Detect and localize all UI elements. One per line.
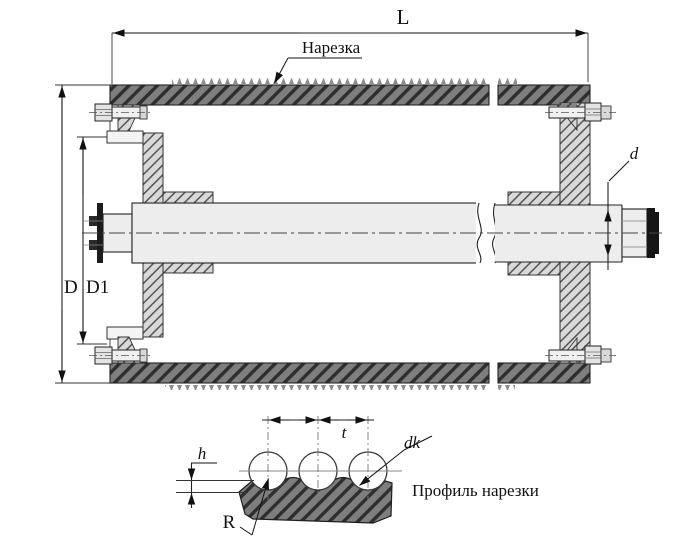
dimension-D: D — [55, 84, 110, 384]
rope-sections — [239, 416, 402, 500]
groove-profile-detail: t h dk R Профиль нарезки — [176, 416, 539, 536]
dimension-d: d — [604, 144, 639, 270]
drum-shell-bottom — [109, 362, 591, 390]
dimension-h: h — [176, 444, 254, 508]
dim-label-dk: dk — [404, 433, 421, 452]
dim-label-D1: D1 — [86, 277, 109, 298]
dim-label-D: D — [64, 277, 78, 298]
callout-R: R — [223, 478, 269, 536]
dim-label-h: h — [198, 444, 207, 463]
label-narezka: Нарезка — [302, 38, 361, 57]
knurling-teeth-bottom — [165, 383, 489, 390]
shaft-break-gap — [476, 201, 494, 265]
shaft-left-end-plate — [97, 203, 103, 263]
dim-label-t: t — [342, 423, 348, 442]
dim-label-d: d — [630, 144, 639, 163]
callout-dk: dk — [359, 433, 433, 486]
left-hub-flange-top — [162, 191, 214, 204]
left-bottom-bolt — [89, 336, 152, 365]
drum-shell-top — [109, 78, 591, 106]
dimension-L: L — [111, 5, 589, 84]
right-bottom-bolt — [545, 336, 616, 365]
callout-narezka: Нарезка — [274, 38, 362, 84]
bolt-head — [584, 345, 602, 365]
bolt-head — [584, 102, 602, 122]
right-top-bolt — [545, 102, 616, 132]
left-hub-flange-bottom — [162, 261, 214, 274]
dim-label-L: L — [397, 5, 410, 29]
shaft-right — [495, 205, 622, 262]
dimension-D1: D1 — [77, 136, 109, 345]
left-top-bolt — [89, 103, 152, 132]
shaft-break-line-left — [476, 202, 482, 264]
left-bearing-cap-top — [106, 130, 144, 144]
main-view: L Нарезка D D1 — [55, 5, 662, 390]
dimension-t: t — [262, 416, 374, 442]
dim-label-R: R — [223, 512, 236, 533]
profile-caption: Профиль нарезки — [412, 481, 539, 500]
knurling-teeth-top — [172, 78, 489, 85]
